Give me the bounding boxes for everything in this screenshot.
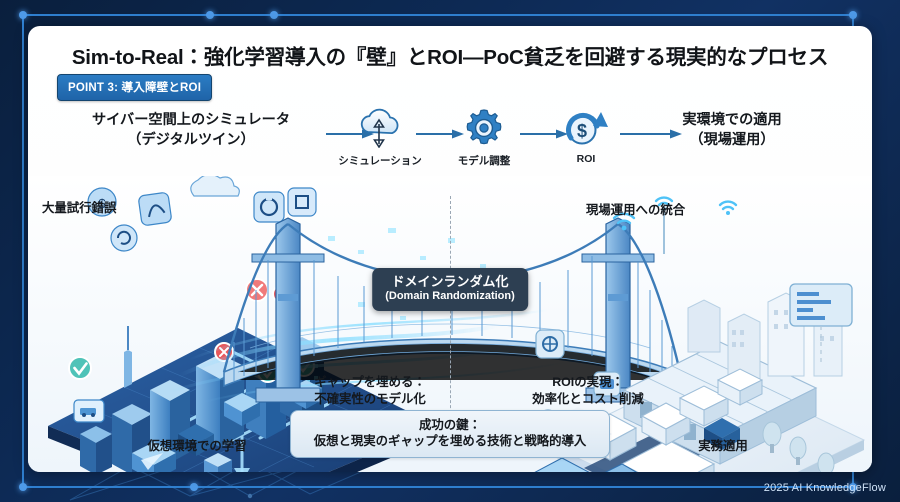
flow-node-roi: $ ROI bbox=[540, 106, 632, 165]
scene-illustration: $ bbox=[28, 176, 872, 472]
label-virtual-training: 仮想環境での学習 bbox=[147, 439, 247, 453]
flow-source-label: サイバー空間上のシミュレータ （デジタルツイン） bbox=[76, 111, 306, 150]
cloud-icon bbox=[334, 106, 426, 150]
overlay-label-trial-and-error: 大量試行錯誤 bbox=[42, 201, 117, 215]
frame-line-top bbox=[22, 14, 852, 16]
caption-roi-realization-line1: ROIの実現： bbox=[552, 375, 624, 389]
frame-line-left bbox=[22, 14, 24, 488]
flow-arrow-3 bbox=[520, 129, 568, 139]
process-flow-row: サイバー空間上のシミュレータ （デジタルツイン） bbox=[28, 106, 872, 196]
roi-dollar-arrow-icon: $ bbox=[540, 106, 632, 150]
flow-source-label-line2: （デジタルツイン） bbox=[127, 131, 255, 148]
caption-bridge-gap-line1: ギャップを埋める： bbox=[314, 375, 426, 389]
domain-randomization-chip-en: (Domain Randomization) bbox=[385, 290, 515, 303]
domain-randomization-chip: ドメインランダム化 (Domain Randomization) bbox=[372, 268, 528, 311]
virtual-city-group: $ bbox=[48, 176, 438, 472]
flow-node-model-tuning-label: モデル調整 bbox=[457, 155, 511, 167]
success-key-line2: 仮想と現実のギャップを埋める技術と戦略的導入 bbox=[313, 434, 587, 449]
flow-target-label-line1: 実環境での適用 bbox=[682, 112, 782, 128]
diamond-accents bbox=[178, 418, 740, 456]
frame-dot-bottom-right bbox=[849, 483, 857, 491]
flow-arrow-1 bbox=[326, 129, 374, 139]
frame-line-bottom bbox=[22, 486, 852, 488]
caption-roi-realization: ROIの実現： 効率化とコスト削減 bbox=[498, 374, 678, 407]
flow-target-label: 実環境での適用 （現場運用） bbox=[632, 111, 832, 150]
caption-bridge-gap: ギャップを埋める： 不確実性のモデル化 bbox=[280, 374, 460, 407]
gear-icon bbox=[438, 106, 530, 150]
slide-card: Sim-to-Real：強化学習導入の『壁』とROI—PoC貧乏を回避する現実的… bbox=[28, 26, 872, 472]
domain-randomization-chip-ja: ドメインランダム化 bbox=[391, 274, 509, 289]
success-key-box: 成功の鍵： 仮想と現実のギャップを埋める技術と戦略的導入 bbox=[290, 409, 610, 458]
caption-roi-realization-line2: 効率化とコスト削減 bbox=[532, 391, 644, 406]
footer-credit: 2025 AI KnowledgeFlow bbox=[763, 482, 886, 494]
frame-dot-bottom-left bbox=[19, 483, 27, 491]
page-title: Sim-to-Real：強化学習導入の『壁』とROI—PoC貧乏を回避する現実的… bbox=[71, 46, 829, 69]
overlay-label-field-integration: 現場運用への統合 bbox=[586, 203, 686, 217]
frame-dot-top-left bbox=[19, 11, 27, 19]
flow-node-model-tuning: モデル調整 bbox=[438, 106, 530, 168]
caption-bridge-gap-line2: 不確実性のモデル化 bbox=[314, 391, 426, 406]
frame-dot-top-mid-a bbox=[206, 11, 214, 19]
point-badge: POINT 3: 導入障壁とROI bbox=[57, 74, 213, 101]
svg-text:$: $ bbox=[98, 196, 106, 211]
flow-target-label-line2: （現場運用） bbox=[689, 131, 775, 148]
label-practical-application: 実務適用 bbox=[698, 439, 748, 453]
success-key-line1: 成功の鍵： bbox=[419, 417, 481, 432]
flow-arrow-4 bbox=[620, 129, 682, 139]
svg-text:$: $ bbox=[577, 121, 587, 141]
flow-source-label-line1: サイバー空間上のシミュレータ bbox=[91, 112, 291, 128]
flow-arrow-2 bbox=[416, 129, 464, 139]
frame-dot-top-right bbox=[849, 11, 857, 19]
frame-dot-top-mid-b bbox=[270, 11, 278, 19]
flow-node-simulation-label: シミュレーション bbox=[338, 155, 422, 167]
flow-node-roi-label: ROI bbox=[576, 153, 596, 165]
illustration-stage: $ bbox=[28, 176, 872, 472]
virtual-real-divider bbox=[450, 196, 451, 438]
frame-dot-bottom-mid bbox=[190, 483, 198, 491]
error-markers bbox=[214, 278, 292, 362]
flow-node-simulation: シミュレーション bbox=[334, 106, 426, 168]
